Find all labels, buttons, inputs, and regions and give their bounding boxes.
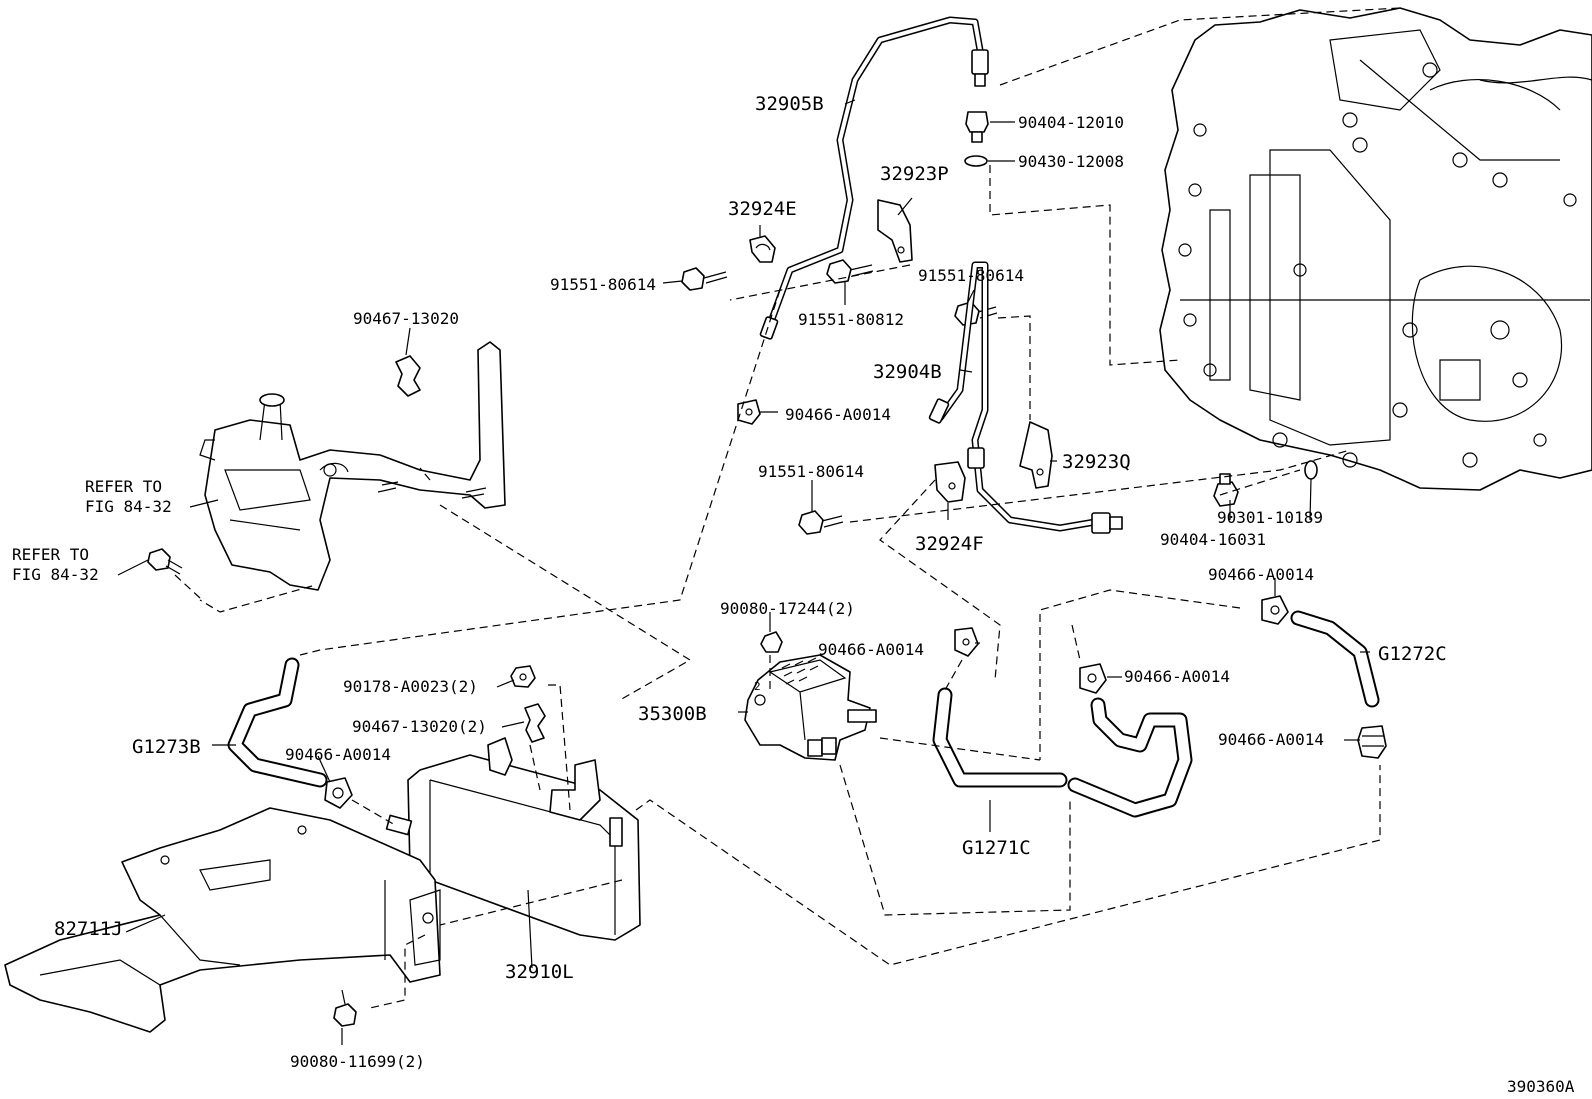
clamp-32924f (934, 461, 966, 503)
under-cover-82711j (4, 807, 441, 1033)
hose-g1271c (932, 687, 1193, 818)
refer-line-1a: REFER TO (85, 477, 162, 496)
clip-90467-13020-2 (524, 703, 546, 743)
label-32924f: 32924F (915, 533, 984, 555)
label-32910l: 32910L (505, 961, 574, 983)
nut-90080-17244 (760, 631, 783, 653)
label-g1272c: G1272C (1378, 643, 1447, 665)
bracket-32923q (1019, 421, 1053, 489)
label-90404-12010: 90404-12010 (1018, 113, 1124, 132)
label-90178-a0023: 90178-A0023(2) (343, 677, 478, 696)
label-82711j: 82711J (54, 918, 123, 940)
diagram-id: 390360A (1507, 1077, 1575, 1096)
oil-cooler-32910l (385, 737, 641, 941)
label-32923p: 32923P (880, 163, 949, 185)
hose-clamp-90466-a0014-c (954, 627, 979, 657)
bolt-90080-11699 (333, 989, 357, 1027)
hose-g1273b (227, 657, 328, 788)
label-90080-17244: 90080-17244(2) (720, 599, 855, 618)
bolt-91551-80614-a (681, 267, 728, 291)
water-pump-35300b (744, 654, 877, 761)
nut-90178-a0023 (510, 665, 536, 688)
bolt-91551-80614-b (954, 301, 998, 326)
union-90404-16031 (1213, 473, 1239, 507)
gasket-90430-12008 (964, 155, 988, 167)
refer-line-2a: REFER TO (12, 545, 89, 564)
label-32923q: 32923Q (1062, 451, 1131, 473)
label-90301-10189: 90301-10189 (1217, 508, 1323, 527)
refer-line-1b: FIG 84-32 (85, 497, 172, 516)
bracket-32923p (877, 199, 913, 263)
label-32924e: 32924E (728, 198, 797, 220)
label-90466-a0014-f: 90466-A0014 (1218, 730, 1324, 749)
label-90404-16031: 90404-16031 (1160, 530, 1266, 549)
screw-refer-fig (147, 548, 183, 575)
label-90080-11699: 90080-11699(2) (290, 1052, 425, 1071)
hose-clamp-90466-a0014-f (1357, 725, 1387, 759)
label-g1273b: G1273B (132, 736, 201, 758)
hose-g1272c (1290, 610, 1380, 708)
electric-water-pump (199, 341, 506, 591)
clip-90467-13020 (395, 355, 421, 397)
label-91551-80614-c: 91551-80614 (758, 462, 864, 481)
label-35300b: 35300B (638, 703, 707, 725)
label-90466-a0014-d: 90466-A0014 (1124, 667, 1230, 686)
clamp-32924e (749, 235, 776, 263)
label-90467-13020: 90467-13020 (353, 309, 459, 328)
quantity-mark: 2 (754, 680, 761, 693)
label-g1271c: G1271C (962, 837, 1031, 859)
part-labels: 32905B 90404-12010 90430-12008 32923P 32… (12, 93, 1575, 1096)
label-90466-a0014-a: 90466-A0014 (785, 405, 891, 424)
o-ring-90301-10189 (1304, 460, 1318, 480)
label-91551-80614-a: 91551-80614 (550, 275, 656, 294)
hose-clamp-90466-a0014-e (324, 777, 353, 809)
label-90430-12008: 90430-12008 (1018, 152, 1124, 171)
hose-clamp-90466-a0014-d (1079, 663, 1107, 694)
bolt-91551-80614-c (798, 510, 844, 535)
label-32905b: 32905B (755, 93, 824, 115)
transaxle-housing (1159, 7, 1592, 491)
hose-clamp-90466-a0014-b (1261, 595, 1289, 625)
label-90466-a0014-b: 90466-A0014 (1208, 565, 1314, 584)
hose-clamp-90466-a0014-a (737, 399, 761, 425)
label-90467-13020-2: 90467-13020(2) (352, 717, 487, 736)
oil-cooler-tube-32905b (759, 16, 989, 340)
assembly-guide-lines (174, 7, 1401, 1009)
label-91551-80614-b: 91551-80614 (918, 266, 1024, 285)
label-90466-a0014-c: 90466-A0014 (818, 640, 924, 659)
label-90466-a0014-e: 90466-A0014 (285, 745, 391, 764)
union-bolt-90404-12010 (965, 111, 989, 143)
leader-lines (117, 99, 1370, 1045)
label-32904b: 32904B (873, 361, 942, 383)
refer-line-2b: FIG 84-32 (12, 565, 99, 584)
bolt-91551-80812 (826, 259, 874, 284)
label-91551-80812: 91551-80812 (798, 310, 904, 329)
oil-cooler-tube-32904b (928, 261, 1123, 534)
